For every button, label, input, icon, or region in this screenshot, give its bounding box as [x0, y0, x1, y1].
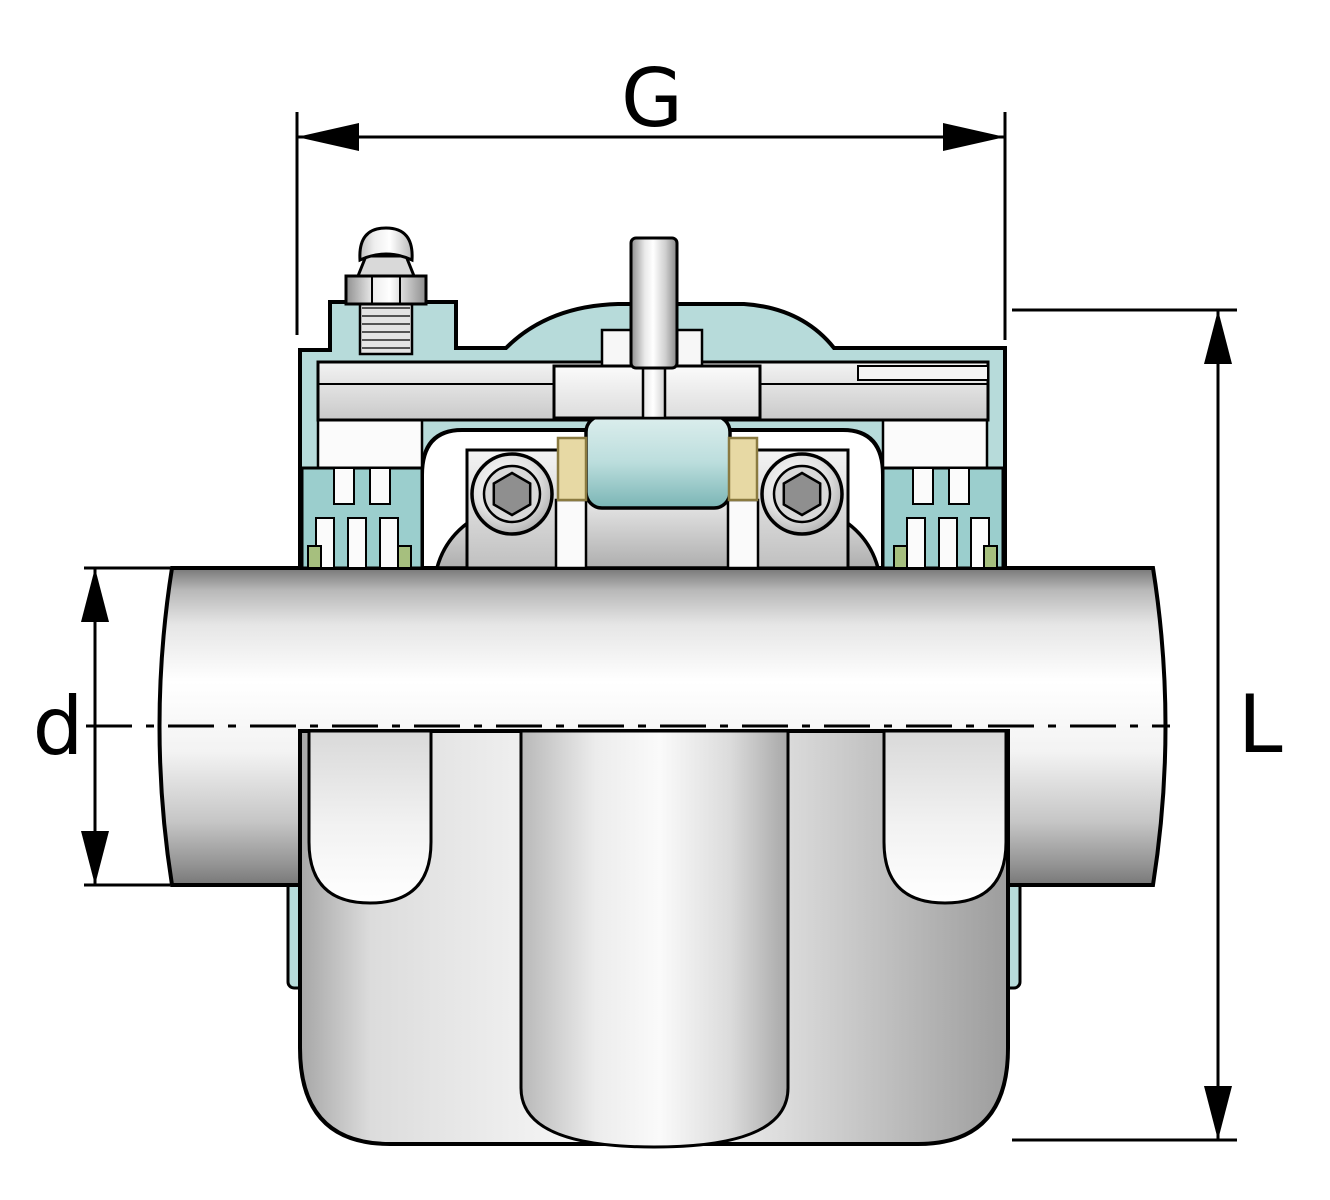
arrow-down-icon — [81, 831, 109, 885]
labyrinth-seal-left — [300, 466, 424, 570]
grease-nipple — [344, 226, 428, 356]
dimension-label-g: G — [621, 52, 683, 145]
seal-ring-green — [983, 545, 998, 569]
arrow-up-icon — [81, 568, 109, 622]
hex-socket-icon — [782, 471, 822, 517]
arrow-left-icon — [297, 123, 359, 151]
seal-notch — [912, 467, 934, 505]
hex-socket-icon — [492, 471, 532, 517]
housing-base — [298, 729, 1010, 1149]
dimension-d: d — [33, 566, 170, 887]
nipple-ball-head — [358, 226, 414, 263]
ring-gap-left — [554, 498, 588, 570]
nipple-thread-shank — [358, 300, 414, 356]
stud-upper — [629, 236, 679, 370]
seal-slot — [938, 517, 958, 569]
dimension-l: L — [1012, 308, 1283, 1142]
seal-notch — [369, 467, 391, 505]
base-front-column — [519, 729, 790, 1149]
base-arch-recess-left — [307, 729, 433, 905]
ring-gap-right — [726, 498, 760, 570]
thread-hatch — [362, 307, 410, 349]
nipple-hex — [344, 274, 428, 306]
labyrinth-seal-right — [881, 466, 1005, 570]
cap-groove-right — [857, 365, 989, 381]
seal-slot — [379, 517, 399, 569]
seal-notch — [333, 467, 355, 505]
dimension-label-l: L — [1238, 678, 1283, 771]
seal-ring-green — [307, 545, 322, 569]
arrow-right-icon — [943, 123, 1005, 151]
cage-bar-left — [556, 436, 588, 502]
dimension-g: G — [295, 52, 1007, 340]
cap-pocket-right — [881, 416, 989, 472]
cap-pocket-left — [316, 416, 424, 472]
spherical-roller — [584, 414, 732, 510]
cage-bar-right — [727, 436, 759, 502]
base-arch-recess-right — [882, 729, 1008, 905]
dimension-label-d: d — [33, 680, 84, 773]
cap-screw-left — [470, 452, 554, 536]
stud-pin — [641, 364, 667, 420]
seal-slot — [347, 517, 367, 569]
seal-slot — [906, 517, 926, 569]
seal-ring-green — [893, 545, 908, 569]
arrow-up-icon — [1204, 310, 1232, 364]
seal-ring-green — [397, 545, 412, 569]
center-stud-assembly — [552, 236, 762, 420]
cap-screw-right — [760, 452, 844, 536]
bearing-assembly — [434, 414, 881, 570]
seal-notch — [948, 467, 970, 505]
arrow-down-icon — [1204, 1086, 1232, 1140]
